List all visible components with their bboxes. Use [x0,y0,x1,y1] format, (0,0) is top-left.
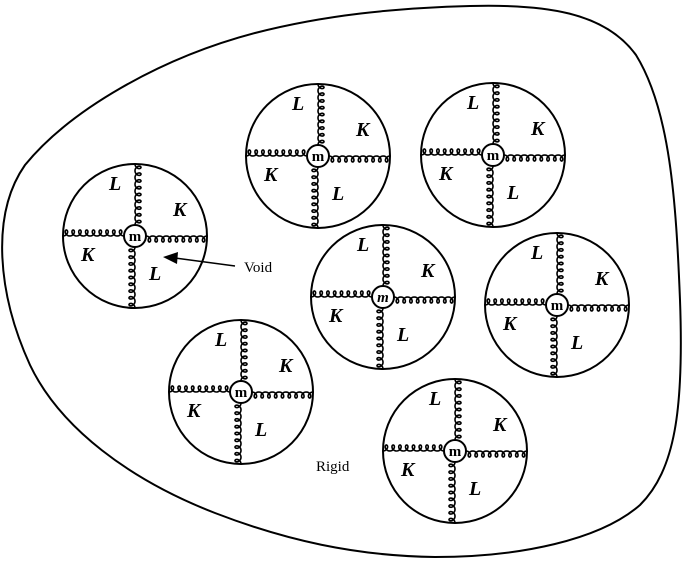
lower-L-label: L [396,324,409,346]
lower-K-label: K [502,313,518,335]
upper-L-label: L [530,242,543,264]
upper-K-label: K [420,260,436,282]
lower-K-label: K [263,164,279,186]
upper-L-label: L [428,388,441,410]
spring-right [145,235,208,243]
void-arrow-shaft [174,257,236,267]
spring-left [382,444,445,452]
spring-left [484,298,547,306]
spring-up [454,378,462,441]
upper-K-label: K [278,355,294,377]
upper-L-label: L [466,92,479,114]
mass-label: m [129,229,142,245]
upper-L-label: L [291,93,304,115]
lower-L-label: L [331,183,344,205]
mass-circle [123,224,147,248]
mass-label: m [487,148,500,164]
spring-up [317,83,325,146]
lower-K-label: K [328,305,344,327]
spring-right [567,304,630,312]
upper-K-label: K [172,199,188,221]
mass-circle [371,285,395,309]
lower-K-label: K [186,400,202,422]
mass-circle [545,293,569,317]
spring-down [311,166,319,229]
mass-label: m [377,290,389,306]
spring-right [465,450,528,458]
rigid-body-boundary [1,4,682,559]
spring-right [328,155,391,163]
spring-left [420,148,483,156]
upper-K-label: K [355,119,371,141]
lower-L-label: L [148,263,161,285]
spring-up [556,232,564,295]
spring-up [134,163,142,226]
spring-down [128,246,136,309]
spring-left [62,229,125,237]
void-label: Void [244,260,273,276]
mass-label: m [551,298,564,314]
spring-up [382,224,390,287]
mass-circle [229,380,253,404]
lower-L-label: L [254,419,267,441]
spring-up [240,319,248,382]
spring-left [245,149,308,157]
mass-label: m [235,385,248,401]
upper-L-label: L [356,234,369,256]
upper-L-label: L [214,329,227,351]
upper-K-label: K [492,414,508,436]
spring-left [168,385,231,393]
spring-down [448,461,456,524]
spring-down [550,315,558,378]
lower-L-label: L [570,332,583,354]
spring-up [492,82,500,145]
lower-K-label: K [438,163,454,185]
spring-down [376,307,384,370]
mass-label: m [449,444,462,460]
upper-K-label: K [530,118,546,140]
lower-L-label: L [506,182,519,204]
lower-K-label: K [80,244,96,266]
mass-circle [306,144,330,168]
spring-down [234,402,242,465]
upper-L-label: L [108,173,121,195]
mass-circle [443,439,467,463]
mass-label: m [312,149,325,165]
spring-right [251,391,314,399]
spring-right [503,154,566,162]
lower-L-label: L [468,478,481,500]
upper-K-label: K [594,268,610,290]
spring-right [393,296,456,304]
lower-K-label: K [400,459,416,481]
rigid-label: Rigid [316,459,350,475]
spring-left [310,290,373,298]
spring-down [486,165,494,228]
mass-circle [481,143,505,167]
void-arrow-head [163,252,178,264]
